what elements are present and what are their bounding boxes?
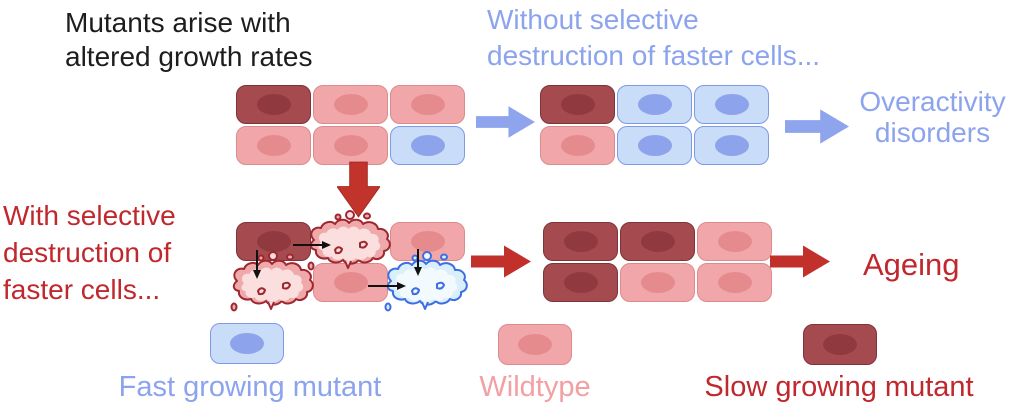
legend-label-slow-growing-mutant: Slow growing mutant <box>704 371 974 403</box>
slow-growing-mutant-cell <box>540 85 615 124</box>
cell-nucleus <box>637 135 672 156</box>
slow-growing-mutant-cell <box>543 222 618 261</box>
destroyed-wildtype-cell <box>307 210 391 271</box>
tissue-grid-initial <box>236 85 465 165</box>
legend-label-wildtype: Wildtype <box>479 371 591 403</box>
cell-nucleus <box>563 231 598 252</box>
cell-nucleus <box>230 333 264 354</box>
legend-swatch-fast-growing-mutant <box>210 323 284 364</box>
replacement-arrow-right-bottom <box>368 278 406 296</box>
flow-arrow-without-1 <box>476 103 535 146</box>
cell-nucleus <box>717 231 752 252</box>
flow-arrow-without-2 <box>785 106 849 152</box>
cell-nucleus <box>256 135 291 156</box>
destroyed-fast-mutant-cell <box>384 251 468 312</box>
wildtype-cell <box>313 263 388 302</box>
wildtype-cell <box>236 126 311 165</box>
without-selective-caption: Without selective destruction of faster … <box>487 4 821 71</box>
cell-nucleus <box>333 272 368 293</box>
outcome-ageing: Ageing <box>863 247 960 282</box>
flow-arrow-with-2 <box>770 243 830 285</box>
fast-growing-mutant-cell <box>617 126 692 165</box>
replacement-arrow-down-left <box>252 250 262 284</box>
tissue-grid-without-destruction <box>540 85 769 165</box>
cell-nucleus <box>823 334 857 355</box>
title-mutants-arise: Mutants arise with altered growth rates <box>65 7 313 72</box>
wildtype-cell <box>697 263 772 302</box>
tissue-grid-with-result <box>543 222 772 302</box>
cell-nucleus <box>410 135 445 156</box>
wildtype-cell <box>390 85 465 124</box>
replacement-arrow-right-top <box>293 237 331 255</box>
cell-nucleus <box>560 135 595 156</box>
replacement-arrow-down-right <box>413 249 423 281</box>
cell-nucleus <box>410 94 445 115</box>
legend-label-fast-growing-mutant: Fast growing mutant <box>118 371 382 403</box>
fast-growing-mutant-cell <box>390 126 465 165</box>
wildtype-cell <box>313 85 388 124</box>
flow-arrow-with-down <box>336 161 381 223</box>
tissue-grid-with-destruction <box>230 210 468 312</box>
fast-growing-mutant-cell <box>617 85 692 124</box>
wildtype-cell <box>697 222 772 261</box>
fast-growing-mutant-cell <box>694 85 769 124</box>
cell-nucleus <box>714 135 749 156</box>
destroyed-wildtype-cell <box>230 251 314 312</box>
outcome-overactivity-disorders: Overactivity disorders <box>859 86 1006 148</box>
slow-growing-mutant-cell <box>236 85 311 124</box>
slow-growing-mutant-cell <box>543 263 618 302</box>
cell-nucleus <box>560 94 595 115</box>
cell-nucleus <box>333 135 368 156</box>
cell-nucleus <box>333 94 368 115</box>
cell-nucleus <box>714 94 749 115</box>
slow-growing-mutant-cell <box>620 222 695 261</box>
flow-arrow-with-1 <box>471 243 531 285</box>
wildtype-cell <box>620 263 695 302</box>
cell-nucleus <box>640 272 675 293</box>
cell-nucleus <box>256 94 291 115</box>
wildtype-cell <box>540 126 615 165</box>
with-selective-caption: With selective destruction of faster cel… <box>3 200 176 305</box>
fast-growing-mutant-cell <box>694 126 769 165</box>
cell-nucleus <box>563 272 598 293</box>
legend-swatch-wildtype <box>498 324 572 365</box>
cell-nucleus <box>637 94 672 115</box>
wildtype-cell <box>313 126 388 165</box>
cell-nucleus <box>256 231 291 252</box>
cell-nucleus <box>640 231 675 252</box>
cell-nucleus <box>410 231 445 252</box>
legend-swatch-slow-growing-mutant <box>803 324 877 365</box>
cell-nucleus <box>717 272 752 293</box>
cell-nucleus <box>518 334 552 355</box>
